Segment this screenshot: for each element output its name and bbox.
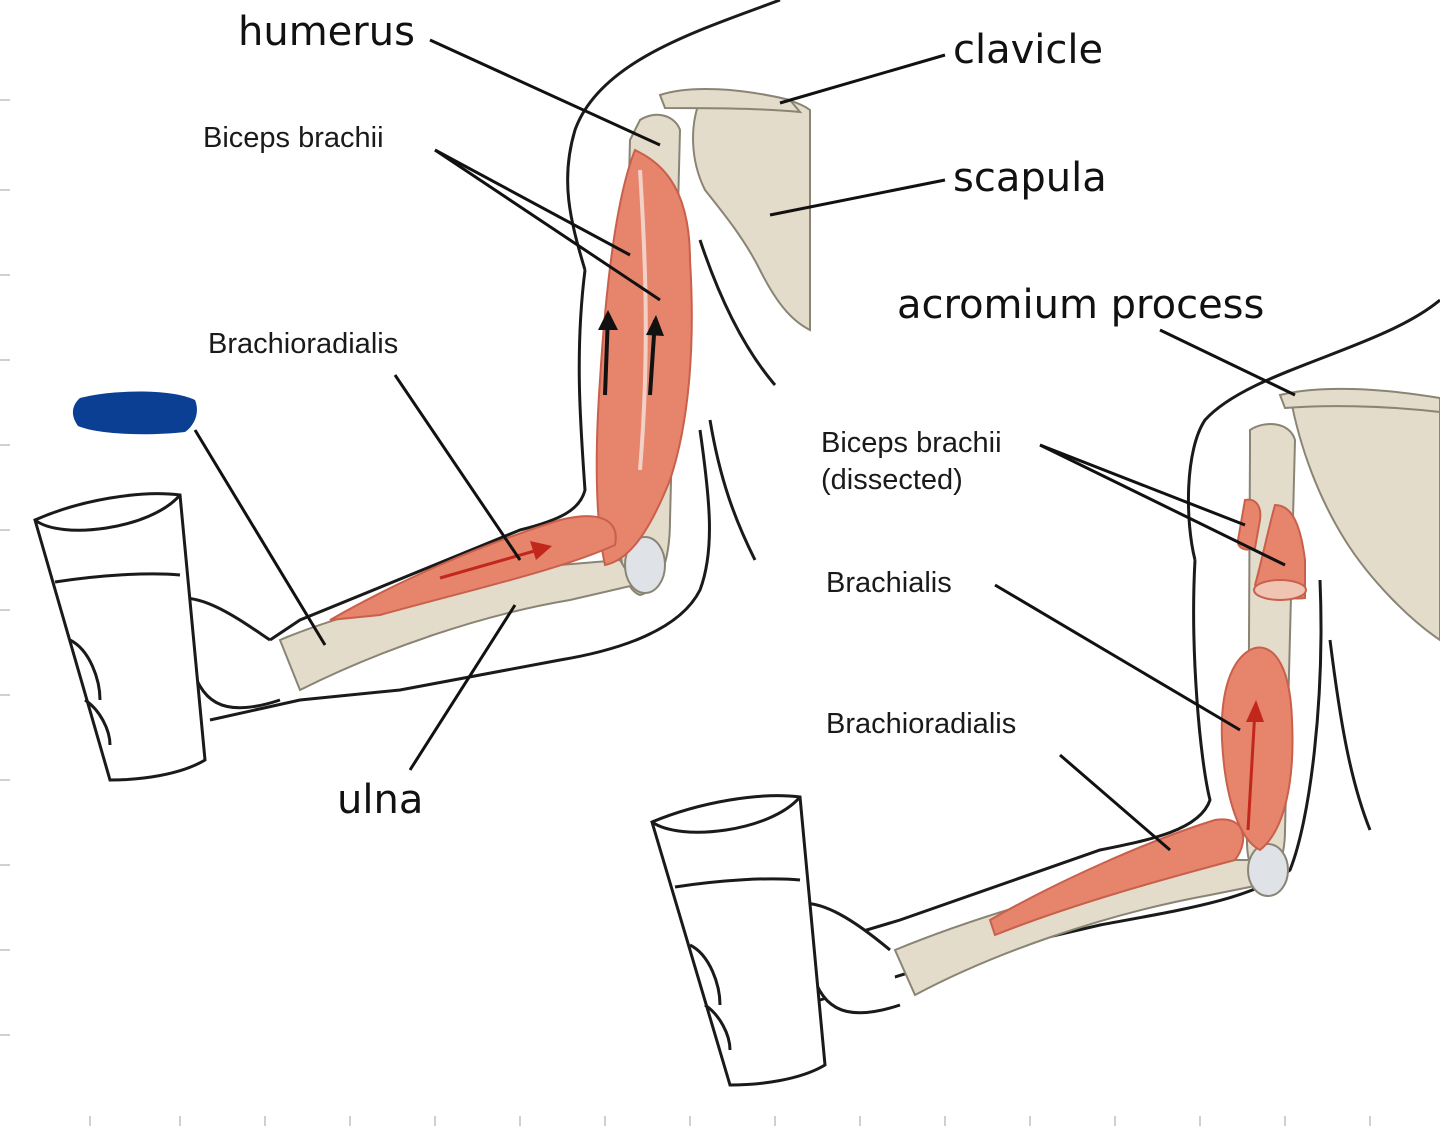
label-ulna: ulna	[337, 777, 424, 823]
body-outline-right	[1186, 298, 1440, 561]
scapula-bone-right	[1288, 393, 1440, 642]
label-biceps-dissected-2: (dissected)	[821, 464, 963, 496]
label-biceps-dissected-1: Biceps brachii	[821, 427, 1002, 459]
brachioradialis-muscle-right	[988, 818, 1245, 937]
label-brachioradialis-right: Brachioradialis	[826, 708, 1017, 740]
redaction-mark	[72, 391, 197, 435]
leader-lines-left	[193, 38, 946, 771]
label-brachioradialis-left: Brachioradialis	[208, 328, 399, 360]
glass-left	[33, 492, 207, 782]
ruler-left	[0, 99, 10, 1036]
biceps-dissected-stub-1	[1236, 498, 1262, 551]
label-biceps-brachii: Biceps brachii	[203, 122, 384, 154]
ruler-bottom	[89, 1116, 1371, 1126]
upper-arm-outline	[269, 269, 587, 642]
left-arm	[33, 0, 946, 782]
label-brachialis: Brachialis	[826, 567, 952, 599]
label-clavicle: clavicle	[953, 27, 1104, 73]
brachialis-muscle	[1220, 646, 1294, 852]
label-humerus: humerus	[238, 9, 415, 55]
leader-lines-right	[994, 328, 1296, 852]
clavicle-bone	[658, 87, 803, 114]
right-arm	[650, 298, 1440, 1087]
body-outline-left	[566, 0, 781, 271]
scapula-bone-left	[692, 93, 811, 332]
label-scapula: scapula	[953, 155, 1107, 201]
label-acromium-process: acromium process	[897, 282, 1265, 328]
glass-right	[650, 794, 827, 1087]
